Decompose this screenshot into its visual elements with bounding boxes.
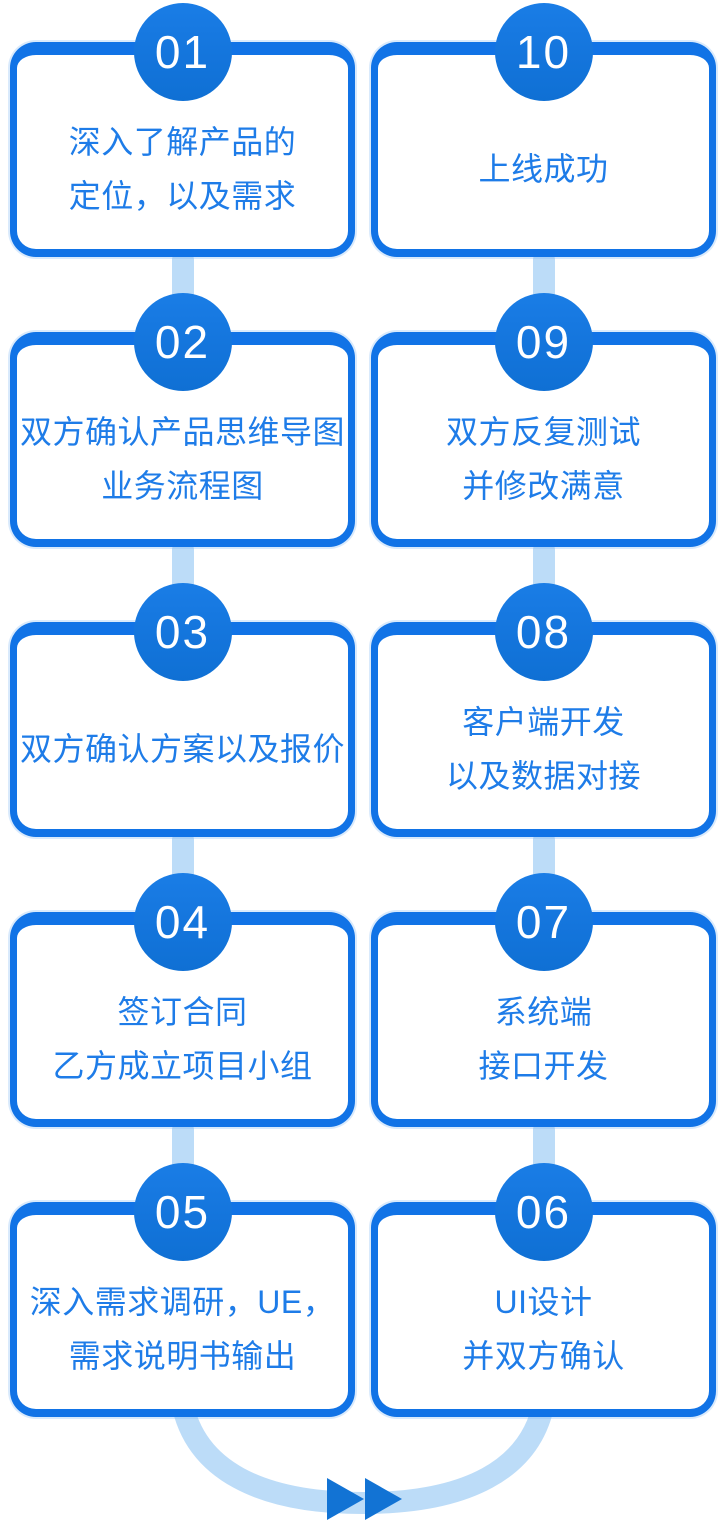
step-text: 双方确认产品思维导图业务流程图 xyxy=(19,387,346,531)
fast-forward-icon xyxy=(327,1478,364,1520)
step-text-line: 业务流程图 xyxy=(101,468,264,504)
step-text-line: 系统端 xyxy=(494,994,593,1030)
step-number-badge: 01 xyxy=(133,3,232,101)
step-number: 07 xyxy=(515,896,572,948)
step-number-badge: 10 xyxy=(494,3,593,101)
step-text: 深入了解产品的定位，以及需求 xyxy=(19,97,346,241)
step-text-line: 并修改满意 xyxy=(462,468,625,504)
step-text: 上线成功 xyxy=(380,97,707,241)
step-text: 双方反复测试并修改满意 xyxy=(380,387,707,531)
step-number: 10 xyxy=(515,26,572,78)
step-text: 深入需求调研，UE， 需求说明书输出 xyxy=(19,1257,346,1401)
step-number: 04 xyxy=(154,896,211,948)
step-text: 客户端开发以及数据对接 xyxy=(380,677,707,821)
step-number-badge: 02 xyxy=(133,293,232,391)
step-number-badge: 09 xyxy=(494,293,593,391)
step-text-line: 并双方确认 xyxy=(462,1338,625,1374)
step-text-line: 接口开发 xyxy=(478,1048,609,1084)
step-text-line: 客户端开发 xyxy=(462,704,625,740)
step-text-line: 签订合同 xyxy=(117,994,248,1030)
step-text-line: 深入需求调研，UE， xyxy=(29,1284,336,1320)
step-number: 08 xyxy=(515,606,572,658)
step-number-badge: 07 xyxy=(494,873,593,971)
step-text-line: 以及数据对接 xyxy=(445,758,641,794)
step-text: UI设计并双方确认 xyxy=(380,1257,707,1401)
step-number-badge: 06 xyxy=(494,1163,593,1261)
step-text-line: 双方确认产品思维导图 xyxy=(19,414,345,450)
step-number-badge: 04 xyxy=(133,873,232,971)
step-number: 09 xyxy=(515,316,572,368)
step-text-line: 双方确认方案以及报价 xyxy=(19,731,345,767)
step-text: 双方确认方案以及报价 xyxy=(19,677,346,821)
step-text-line: 乙方成立项目小组 xyxy=(52,1048,313,1084)
step-text-line: 需求说明书输出 xyxy=(68,1338,297,1374)
step-number: 05 xyxy=(154,1186,211,1238)
step-text: 签订合同乙方成立项目小组 xyxy=(19,967,346,1111)
step-number-badge: 08 xyxy=(494,583,593,681)
step-text: 系统端接口开发 xyxy=(380,967,707,1111)
step-text-line: UI设计 xyxy=(494,1284,593,1320)
fast-forward-icon xyxy=(365,1478,402,1520)
flow-arrow xyxy=(171,1399,555,1520)
step-card-06: UI设计并双方确认 xyxy=(371,1202,716,1417)
step-text-line: 上线成功 xyxy=(478,151,609,187)
step-number: 03 xyxy=(154,606,211,658)
step-number-badge: 05 xyxy=(133,1163,232,1261)
step-text-line: 双方反复测试 xyxy=(445,414,641,450)
step-number: 01 xyxy=(154,26,211,78)
flow-arrow-curve xyxy=(171,1399,555,1515)
step-number: 06 xyxy=(515,1186,572,1238)
step-number-badge: 03 xyxy=(133,583,232,681)
step-number: 02 xyxy=(154,316,211,368)
step-text-line: 深入了解产品的 xyxy=(68,124,297,160)
step-text-line: 定位，以及需求 xyxy=(68,178,297,214)
